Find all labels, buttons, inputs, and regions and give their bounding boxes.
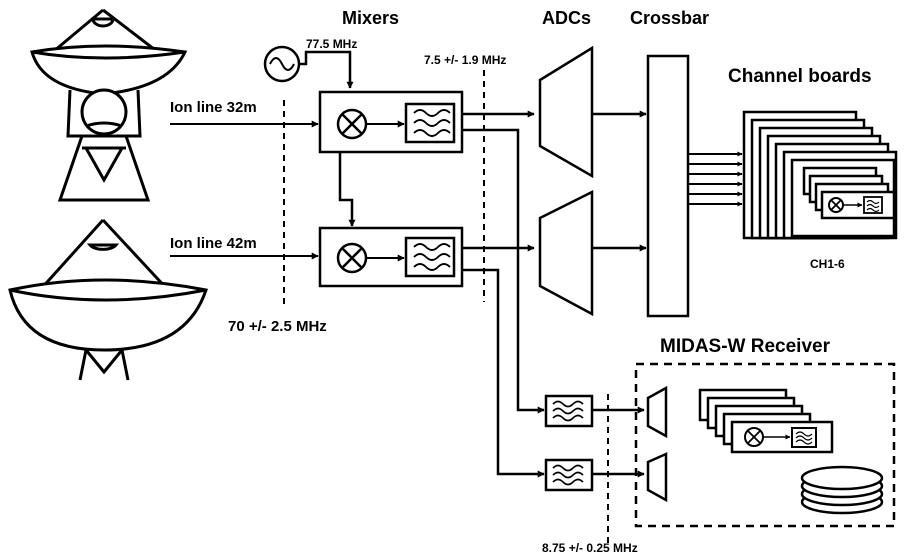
adc-bottom-icon <box>538 189 594 317</box>
midas-receiver-box <box>634 362 896 528</box>
adc-top-icon <box>538 45 594 179</box>
storage-disk-icon <box>800 465 884 515</box>
midas-filter-2-icon <box>544 458 594 492</box>
mixers-heading: Mixers <box>342 8 399 28</box>
local-oscillator-icon <box>263 45 354 89</box>
adcs-heading: ADCs <box>542 8 591 28</box>
rf-frequency-label: 70 +/- 2.5 MHz <box>228 318 327 335</box>
antenna-32m-icon <box>30 8 188 202</box>
lo-to-mixer-bottom <box>338 152 356 227</box>
mixer-bottom <box>318 226 464 288</box>
crossbar-to-channel-boards <box>688 151 743 207</box>
midas-receiver-heading: MIDAS-W Receiver <box>660 336 831 357</box>
mixer-bottom-to-midas <box>462 268 545 478</box>
channel-boards-stack <box>742 110 898 240</box>
filter-icon <box>404 236 456 278</box>
lo-frequency-label: 77.5 MHz <box>306 37 357 51</box>
crossbar-block <box>646 54 690 318</box>
ion-line-42m-label: Ion line 42m <box>170 235 257 252</box>
midas-adc-2-icon <box>646 452 668 503</box>
mixer-top-to-midas <box>462 128 545 414</box>
midas-if-frequency-label: 8.75 +/- 0.25 MHz <box>542 541 638 555</box>
filter-icon <box>404 102 456 144</box>
channel-board-detail-icon <box>828 196 883 214</box>
ion-line-32m-label: Ion line 32m <box>170 99 257 116</box>
midas-filter-1-icon <box>544 394 594 428</box>
midas-adc-1-icon <box>646 385 668 439</box>
crossbar-heading: Crossbar <box>630 8 709 28</box>
channel-range-label: CH1-6 <box>810 257 845 271</box>
antenna-42m-icon <box>8 218 208 381</box>
midas-board-detail-icon <box>744 427 817 448</box>
mixer-top <box>318 90 464 154</box>
if-frequency-label: 7.5 +/- 1.9 MHz <box>424 53 506 67</box>
channel-boards-heading: Channel boards <box>728 66 872 87</box>
